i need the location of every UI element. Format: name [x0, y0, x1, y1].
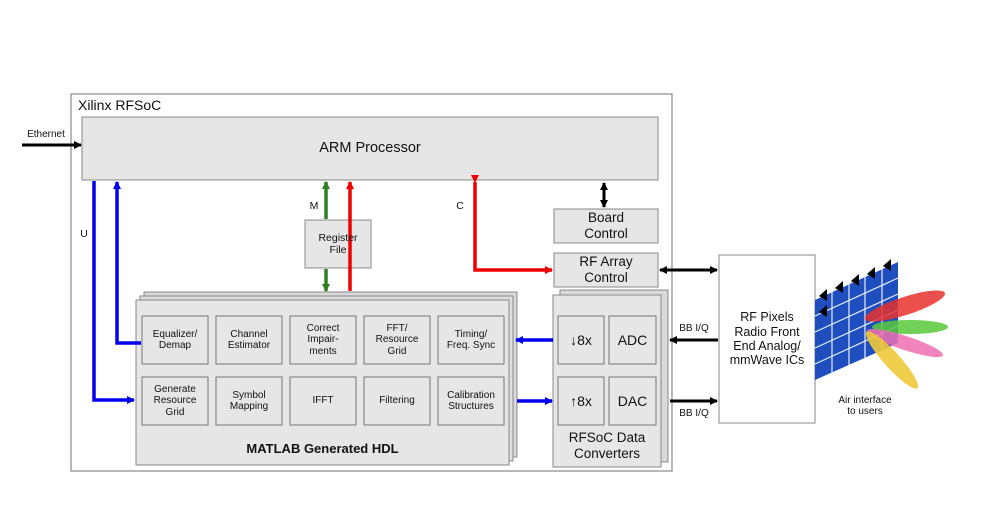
hdl-label-timing: Timing/ Freq. Sync: [446, 328, 496, 352]
upsample-block: [557, 376, 605, 426]
hdl-block-ifft: [289, 376, 357, 426]
c-arrow: [471, 175, 553, 274]
hdl-label-filtering: Filtering: [379, 395, 415, 407]
bbiq-bottom-label: BB I/Q: [679, 407, 709, 419]
bbiq-top-label: BB I/Q: [679, 322, 709, 334]
u-arrow-up: [113, 181, 141, 345]
downsample-label: ↓8x: [570, 331, 592, 348]
hdl-block-fft-resource-grid: [363, 315, 431, 365]
register-file-block: [304, 219, 372, 269]
arm-processor-block: [81, 116, 659, 181]
board-control-block: [553, 208, 659, 244]
rf-array-control-label: RF Array Control: [579, 254, 633, 285]
rfsoc-title: Xilinx RFSoC: [78, 96, 162, 113]
adc-label: ADC: [617, 331, 648, 348]
hdl-label-ifft: IFFT: [312, 395, 334, 407]
hdl-block-channel-estimator: [215, 315, 283, 365]
rf-pixels-block: [718, 254, 816, 424]
upsample-label: ↑8x: [570, 392, 592, 409]
hdl-title: MATLAB Generated HDL: [246, 440, 399, 456]
air-interface-label: Air interface to users: [838, 394, 892, 418]
hdl-block-correct-impairments: [289, 315, 357, 365]
u-label: U: [80, 227, 88, 240]
hdl-block-generate-resource-grid: [141, 376, 209, 426]
hdl-label-calibration: Calibration Structures: [447, 389, 495, 413]
register-file-label: Register File: [318, 231, 358, 256]
board-control-label: Board Control: [584, 210, 628, 241]
hdl-label-channel-estimator: Channel Estimator: [227, 328, 271, 352]
dac-label: DAC: [617, 392, 648, 409]
data-converters-title: RFSoC Data Converters: [568, 430, 646, 461]
hdl-block-symbol-mapping: [215, 376, 283, 426]
rf-array-control-block: [553, 252, 659, 288]
u-arrow-down: [92, 181, 135, 404]
dac-block: [608, 376, 657, 426]
arm-processor-label: ARM Processor: [319, 140, 421, 157]
ethernet-label: Ethernet: [27, 128, 65, 140]
m-label: M: [309, 199, 319, 212]
hdl-block-calibration: [437, 376, 505, 426]
hdl-label-fft: FFT/ Resource Grid: [375, 322, 419, 357]
hdl-block-timing-sync: [437, 315, 505, 365]
hdl-label-generate-grid: Generate Resource Grid: [153, 383, 197, 418]
rf-pixels-label: RF Pixels Radio Front End Analog/ mmWave…: [729, 310, 805, 368]
hdl-label-symbol-mapping: Symbol Mapping: [229, 389, 269, 413]
hdl-label-correct-impairments: Correct Impair- ments: [306, 322, 340, 357]
hdl-label-equalizer: Equalizer/ Demap: [152, 328, 198, 352]
downsample-block: [557, 315, 605, 365]
hdl-block-filtering: [363, 376, 431, 426]
adc-block: [608, 315, 657, 365]
c-label: C: [456, 199, 464, 212]
radio-beams-icon: [864, 290, 948, 389]
hdl-block-equalizer: [141, 315, 209, 365]
